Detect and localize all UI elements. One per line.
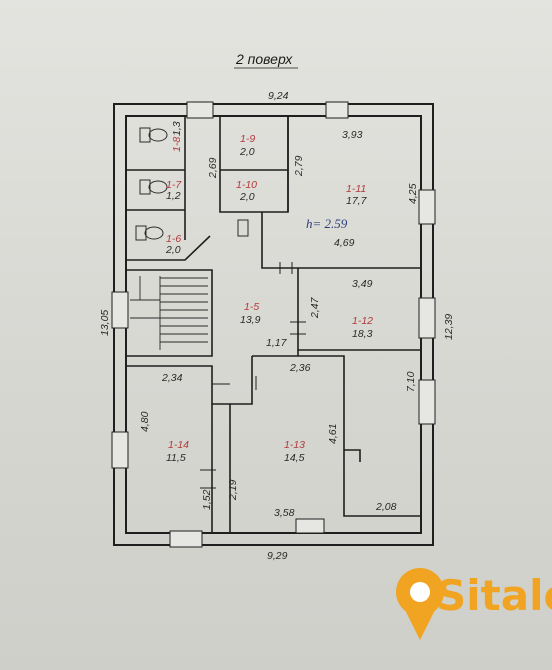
dim-269: 2,69 xyxy=(207,157,219,179)
dim-top-width: 9,24 xyxy=(268,90,289,102)
room-label-14: 1-14 11,5 xyxy=(166,439,189,464)
room-id: 1-7 xyxy=(166,179,182,191)
room-id: 1-12 xyxy=(352,315,373,327)
room-area: 14,5 xyxy=(284,452,305,464)
room-area: 18,3 xyxy=(352,328,373,340)
logo-text: Sitalo xyxy=(436,571,552,620)
dim-247: 2,47 xyxy=(309,296,321,319)
dim-152: 1,52 xyxy=(201,489,213,510)
dim-349: 3,49 xyxy=(352,278,373,290)
room-label-7: 1-7 1,2 xyxy=(166,179,182,202)
dim-left-height: 13,05 xyxy=(99,310,111,336)
room-area: 13,9 xyxy=(240,314,261,326)
room-label-10: 1-10 2,0 xyxy=(236,179,257,203)
dim-117: 1,17 xyxy=(266,337,288,349)
toilet-icons xyxy=(135,127,249,241)
stair-treads xyxy=(130,276,208,350)
room-id: 1-14 xyxy=(168,439,189,451)
dim-480: 4,80 xyxy=(139,411,151,432)
dim-236: 2,36 xyxy=(289,362,311,374)
room-label-12: 1-12 18,3 xyxy=(352,315,373,340)
dim-469: 4,69 xyxy=(334,237,355,249)
dim-219: 2,19 xyxy=(227,479,239,501)
dim-right-height: 12,39 xyxy=(443,314,455,340)
dim-710: 7,10 xyxy=(405,371,417,392)
dim-279: 2,79 xyxy=(293,155,305,177)
room-label-13: 1-13 14,5 xyxy=(284,439,305,464)
room-id: 1-8 xyxy=(171,137,183,152)
room-id: 1-13 xyxy=(284,439,305,451)
room-area: 2,0 xyxy=(239,191,255,203)
map-pin-icon xyxy=(396,568,444,640)
sitalo-logo: Sitalo xyxy=(396,568,552,640)
dim-425: 4,25 xyxy=(407,183,419,204)
room-id: 1-10 xyxy=(236,179,257,191)
room-label-5: 1-5 13,9 xyxy=(240,301,261,326)
windows xyxy=(111,101,436,548)
room-area: 2,0 xyxy=(165,244,181,256)
room-id: 1-9 xyxy=(240,133,255,145)
room-label-11: 1-11 17,7 xyxy=(346,183,368,207)
room-area: 1,2 xyxy=(166,190,181,202)
interior-walls xyxy=(126,116,421,533)
door-marks xyxy=(200,262,306,489)
room-label-9: 1-9 2,0 xyxy=(239,133,255,158)
room-id: 1-5 xyxy=(244,301,259,313)
room-area: 11,5 xyxy=(166,452,186,464)
dim-208: 2,08 xyxy=(375,501,397,513)
dim-234: 2,34 xyxy=(161,372,183,384)
room-area: 17,7 xyxy=(346,195,368,207)
room-label-8: 1-8 1,3 xyxy=(171,121,183,152)
ceiling-height-note: h= 2.59 xyxy=(306,216,348,231)
room-area: 1,3 xyxy=(171,121,183,136)
floor-title: 2 поверх xyxy=(235,51,293,67)
room-id: 1-6 xyxy=(166,233,181,245)
dim-358: 3,58 xyxy=(274,507,295,519)
room-label-6: 1-6 2,0 xyxy=(165,233,181,256)
room-area: 2,0 xyxy=(239,146,255,158)
dim-393: 3,93 xyxy=(342,129,363,141)
dim-461: 4,61 xyxy=(327,424,339,444)
dim-bottom-width: 9,29 xyxy=(267,550,288,562)
room-id: 1-11 xyxy=(346,183,366,195)
